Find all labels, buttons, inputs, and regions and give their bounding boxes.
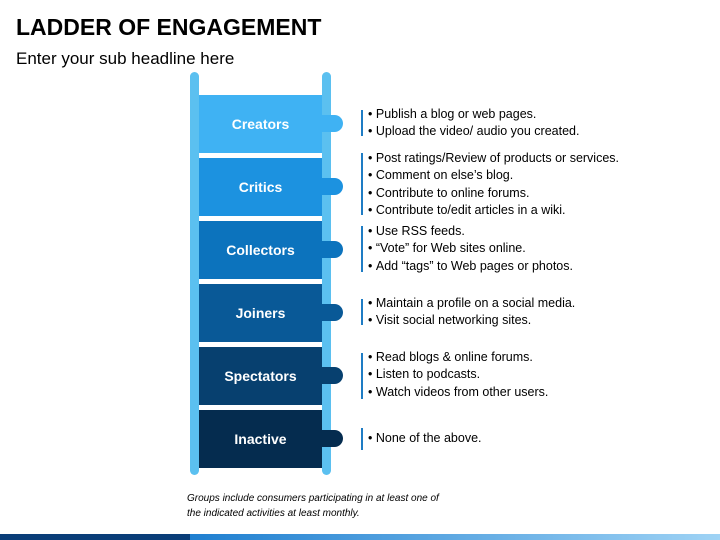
bracket-line [361,226,363,272]
activity-list-joiners: Maintain a profile on a social media. Vi… [368,295,575,330]
list-item: Use RSS feeds. [368,223,573,240]
bracket-line [361,353,363,399]
rung-label: Critics [238,179,283,195]
list-item: Listen to podcasts. [368,366,548,383]
rung-tab [320,304,343,321]
rung-label: Inactive [234,431,287,447]
activity-list-inactive: None of the above. [368,430,482,447]
rung-creators: Creators [199,95,322,153]
activity-list-critics: Post ratings/Review of products or servi… [368,150,619,219]
rung-label: Creators [231,116,290,132]
ladder-rail-left [190,72,199,475]
list-item: “Vote” for Web sites online. [368,240,573,257]
activity-list-spectators: Read blogs & online forums. Listen to po… [368,349,549,401]
bracket-line [361,428,363,450]
ladder-rail-right [322,72,331,475]
list-item: Maintain a profile on a social media. [368,295,575,312]
bottom-accent-bar-light [190,534,720,540]
footnote: Groups include consumers participating i… [187,493,439,519]
rung-label: Collectors [226,242,295,258]
list-item: Watch videos from other users. [368,384,549,401]
page-subtitle: Enter your sub headline here [16,49,235,68]
rung-label: Spectators [224,368,297,384]
rung-tab [320,367,343,384]
bracket-line [361,110,363,136]
bracket-line [361,153,363,215]
list-item: Visit social networking sites. [368,312,575,329]
list-item: Post ratings/Review of products or servi… [368,150,619,167]
activity-list-creators: Publish a blog or web pages. Upload the … [368,106,580,141]
list-item: Add “tags” to Web pages or photos. [368,258,573,275]
activity-list-collectors: Use RSS feeds. “Vote” for Web sites onli… [368,223,573,275]
rung-tab [320,430,343,447]
rung-critics: Critics [199,158,322,216]
list-item: Read blogs & online forums. [368,349,548,366]
rung-tab [320,241,343,258]
list-item: Contribute to online forums. [368,185,619,202]
rung-tab [320,178,343,195]
rung-inactive: Inactive [199,410,322,468]
bottom-accent-bar-dark [0,534,190,540]
rung-collectors: Collectors [199,221,322,279]
list-item: Upload the video/ audio you created. [368,123,580,140]
list-item: Publish a blog or web pages. [368,106,579,123]
rung-tab [320,115,343,132]
list-item: None of the above. [368,430,482,447]
rung-spectators: Spectators [199,347,322,405]
list-item: Comment on else’s blog. [368,167,619,184]
page-title: LADDER OF ENGAGEMENT [16,14,322,40]
rung-joiners: Joiners [199,284,322,342]
list-item: Contribute to/edit articles in a wiki. [368,202,619,219]
rung-label: Joiners [235,305,286,321]
bracket-line [361,299,363,325]
